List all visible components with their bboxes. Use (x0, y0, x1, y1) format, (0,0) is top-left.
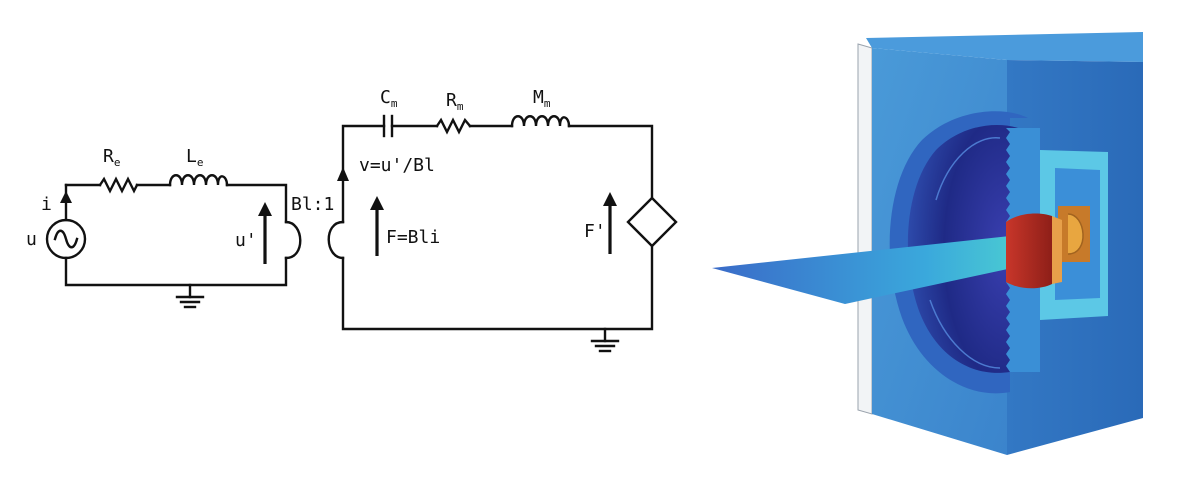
mechanical-circuit: Cm Rm Mm v=u'/Bl F=Bli F' (327, 87, 678, 353)
sine-icon (53, 229, 79, 249)
force-arrow-head-icon (370, 196, 384, 210)
electrical-circuit: Re Le i u u' Bl:1 (26, 146, 334, 309)
dependent-force-label: F' (584, 221, 606, 242)
resistor-re (98, 176, 139, 194)
cabinet-back-edge (857, 43, 873, 415)
coil-former (1052, 216, 1062, 284)
le-label: Le (186, 146, 203, 169)
rm-label: Rm (446, 90, 464, 113)
voltage-arrow-head-icon (258, 202, 272, 216)
inductor-mm (510, 115, 571, 128)
ground-icon-2 (590, 327, 620, 353)
surround-edge (929, 137, 1001, 369)
re-label: Re (103, 146, 120, 169)
voltage-label: u' (235, 230, 257, 251)
gyrator-left-coil (284, 220, 302, 260)
ac-source (45, 218, 87, 260)
ratio-label: Bl:1 (291, 194, 334, 215)
current-label: i (41, 194, 52, 215)
mm-label: Mm (533, 87, 551, 110)
pressure-plane (712, 236, 1040, 304)
velocity-label: v=u'/Bl (359, 155, 435, 176)
magnet-gap (1067, 213, 1084, 255)
resistor-rm (435, 117, 472, 135)
voice-coil (1006, 213, 1052, 289)
inductor-le (168, 174, 229, 187)
ground-icon-1 (175, 283, 205, 309)
cabinet-top-face (866, 32, 1143, 62)
top-wire-mech (341, 124, 654, 224)
source-label: u (26, 229, 37, 250)
top-wire (64, 183, 288, 224)
current-arrow-icon (60, 191, 72, 203)
dependent-force-arrow-head-icon (603, 192, 617, 206)
loudspeaker-render (712, 32, 1143, 455)
force-label: F=Bli (386, 227, 440, 248)
velocity-arrow-icon (337, 167, 349, 181)
gyrator-right-coil (327, 220, 345, 260)
dependent-source-icon (626, 196, 678, 248)
cm-label: Cm (380, 87, 398, 110)
bottom-wire-mech (341, 244, 654, 331)
bottom-wire (64, 256, 288, 287)
capacitor-cm (382, 114, 394, 138)
